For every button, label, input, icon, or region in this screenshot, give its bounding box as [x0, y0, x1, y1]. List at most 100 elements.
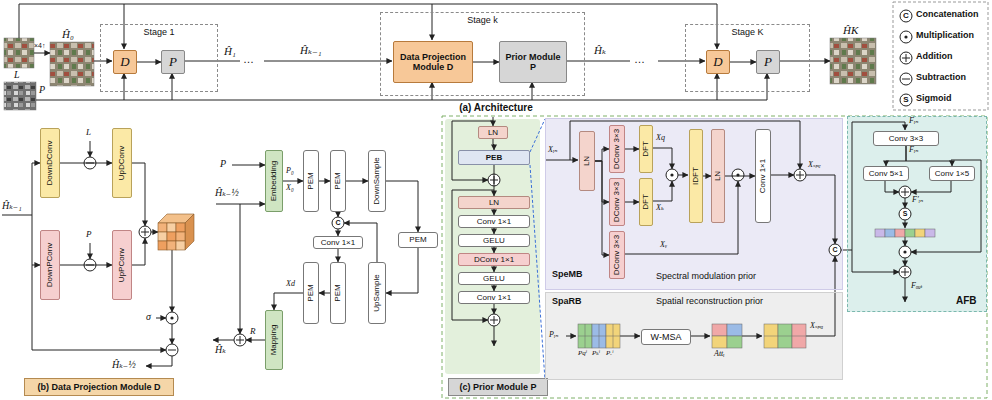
node-text: Conv 3×3 — [889, 134, 923, 143]
tensor-cube — [176, 223, 185, 232]
operator-symbol — [900, 10, 912, 22]
signal-label: Fₒᵤₜ — [911, 282, 923, 291]
node-text: Spatial reconstruction prior — [656, 296, 763, 306]
node-text: LN — [582, 156, 591, 166]
wire — [767, 73, 768, 100]
image-thumb — [50, 42, 94, 86]
connector — [274, 293, 303, 310]
signal-label: σ — [146, 311, 151, 322]
wire — [690, 336, 710, 337]
dconv-box: DConv 3×3 — [609, 231, 625, 279]
panel-fill — [545, 118, 843, 290]
operator-letter: C — [903, 12, 909, 21]
wire — [905, 220, 906, 228]
image-thumb — [4, 82, 36, 110]
tensor-cube — [158, 232, 167, 241]
wire — [338, 212, 339, 217]
wire — [32, 265, 40, 266]
signal-label: L — [86, 128, 91, 138]
panel-fill — [545, 292, 843, 380]
block-box: DownSample — [368, 150, 386, 212]
operator-symbol — [796, 171, 804, 179]
embed-box: Mapping — [265, 310, 283, 370]
operator-symbol — [141, 228, 149, 236]
legend-text: Addition — [916, 52, 953, 62]
wire — [779, 61, 830, 62]
operator-symbol — [900, 94, 912, 106]
node-text: LN — [489, 198, 499, 207]
legend-text: Multiplication — [916, 31, 974, 41]
node-text: PEM — [306, 172, 315, 189]
sub-panel: SpaRBSpatial reconstruction priorW-MSA — [545, 292, 843, 380]
node-text: Mapping — [269, 325, 278, 356]
wire — [90, 243, 91, 259]
norm-box: LN — [458, 196, 530, 209]
wire — [213, 340, 234, 341]
legend-text: Subtraction — [916, 73, 966, 83]
panel-fill — [893, 2, 988, 110]
tensor-cube — [158, 223, 167, 232]
connector — [625, 149, 639, 150]
operator-letter: C — [335, 219, 340, 227]
signal-label: Pₖⁱ — [592, 350, 600, 358]
signal-label: R — [250, 327, 256, 337]
zoom-line — [530, 165, 545, 380]
node-text: (b) Data Projection Module D — [37, 382, 160, 392]
operator-symbol — [899, 208, 911, 220]
block-box: PEM — [303, 262, 319, 324]
token-grid — [915, 229, 925, 237]
signal-label: Ĥₖ₋₁ — [300, 44, 322, 56]
wire — [742, 336, 762, 337]
connector — [886, 146, 906, 166]
wire — [905, 198, 906, 208]
node-text: Data Projection Module D — [397, 52, 469, 73]
node-text: DConv 3×3 — [612, 129, 621, 169]
wire — [124, 73, 125, 100]
node-text: UpDConv — [117, 146, 126, 181]
norm-box: LN — [579, 131, 595, 191]
conv-box: DFT — [639, 178, 653, 226]
embed-box: Embedding — [265, 150, 283, 212]
node-text: Embedding — [269, 161, 278, 201]
wire — [264, 61, 392, 62]
block-box: Conv 5×1 — [863, 166, 909, 181]
signal-label: Ĥₖ — [215, 344, 226, 355]
operator-symbol — [900, 73, 912, 85]
signal-label: Ĥₖ₋½ — [215, 187, 239, 198]
node-text: Spectral modulation prior — [656, 271, 756, 281]
projection-box: D — [113, 50, 137, 74]
signal-label: Ĥₖ — [594, 44, 606, 56]
wire — [770, 175, 794, 176]
operator-symbol — [904, 35, 907, 38]
token-grid — [727, 336, 742, 348]
tensor-cube — [167, 223, 176, 232]
tensor-cube — [185, 214, 194, 250]
caption-tag: (b) Data Projection Module D — [24, 378, 174, 396]
peb-box: PEB — [458, 150, 530, 165]
operator-symbol — [899, 266, 911, 278]
tensor-cube — [176, 241, 185, 250]
wire — [885, 180, 899, 192]
connector — [730, 62, 756, 63]
signal-label: F′ᵢₙ — [912, 196, 923, 205]
connector — [494, 165, 495, 196]
connector — [473, 62, 499, 63]
node-text: (c) Prior Module P — [459, 382, 536, 392]
wire — [34, 53, 50, 54]
wire — [852, 250, 899, 272]
stage-box: Stage 1DP — [100, 24, 218, 92]
operator-symbol — [901, 268, 909, 276]
wire — [232, 165, 265, 166]
node-text: PEM — [409, 235, 426, 244]
tensor-cube — [158, 241, 167, 250]
signal-label: Xᵥ — [660, 241, 667, 250]
node-text: DConv 1×1 — [474, 255, 514, 264]
node-text: LN — [488, 128, 498, 137]
signal-label: P — [39, 84, 45, 95]
projection-box: Data Projection Module D — [393, 41, 473, 83]
connector — [338, 249, 339, 262]
operator-symbol — [732, 169, 744, 181]
wire — [146, 356, 172, 366]
node-text: Conv 5×1 — [869, 169, 903, 178]
node-text: DConv 3×3 — [612, 182, 621, 222]
